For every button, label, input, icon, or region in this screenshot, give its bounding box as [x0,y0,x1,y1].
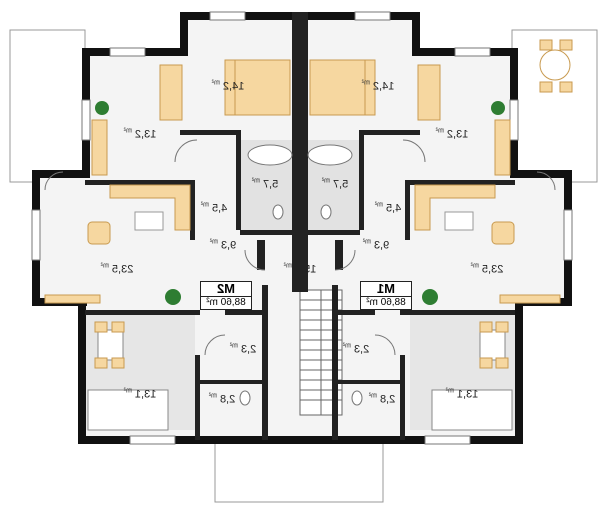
room-label-corr-l: 9,3 m² [209,238,237,252]
room-label-stair: 15,5 m² [283,262,317,276]
room-label-kitchen-r: 13,1 m² [445,387,479,401]
table-living-right [444,211,474,231]
balcony-left [9,29,86,183]
room-label-bedroom-r2: 13,2 m² [435,127,469,141]
windows [31,11,573,445]
wardrobe-right [494,119,511,176]
room-label-living-r: 23,5 m² [470,262,504,276]
apartment-badge-m1: M1 88,60 m² [360,281,412,310]
dining-chairs [94,321,509,369]
bed-right [309,59,376,116]
door-swings [44,139,556,356]
bed-small-left [159,64,183,121]
toilet-icon [272,204,284,220]
room-label-wc-l: 2,3 m² [229,342,257,356]
balcony-table [539,49,571,81]
room-label-corr-r: 9,3 m² [362,238,390,252]
balcony-chairs [539,39,573,93]
room-label-store-r: 2,8 m² [368,392,396,406]
room-label-bedroom-r1: 14,2 m² [361,79,395,93]
bed-left [224,59,291,116]
tv-unit-left [44,294,101,304]
plant-icon [95,101,505,305]
room-label-hall-r: 4,5 m² [374,201,402,215]
room-label-living-l: 23,5 m² [100,262,134,276]
room-label-bath-r: 5,7 m² [321,177,349,191]
room-label-bath-l: 5,7 m² [251,177,279,191]
wardrobe-left [91,119,108,176]
bed-small-right [417,64,441,121]
tv-unit-right [499,294,561,304]
armchair-right [491,221,515,245]
sofa-right [414,184,496,231]
toilet-icon-r [320,204,332,220]
apartment-area: 88,60 m² [366,297,406,308]
room-label-store-l: 2,8 m² [208,392,236,406]
sofa-left [109,184,191,231]
bathtub-right [307,144,353,166]
kitchen-counter-left [87,389,169,431]
bathtub-left [247,144,293,166]
kitchen-counter-right [431,389,513,431]
dining-table-right [479,329,506,361]
room-label-kitchen-l: 13,1 m² [123,387,157,401]
armchair-left [87,221,111,245]
room-label-wc-r: 2,3 m² [342,342,370,356]
toilet-wc-right [351,390,363,406]
toilet-wc-left [239,390,251,406]
apartment-code: M2 [201,281,251,297]
apartment-area: 88,60 m² [206,297,246,308]
apartment-code: M1 [361,281,411,297]
vent-shaft [292,200,308,225]
apartment-badge-m2: M2 88,60 m² [200,281,252,310]
table-living-left [134,211,164,231]
room-label-hall-l: 4,5 m² [200,201,228,215]
room-label-bedroom-l1: 14,2 m² [211,79,245,93]
room-label-bedroom-l2: 13,2 m² [123,127,157,141]
dining-table-left [97,329,124,361]
